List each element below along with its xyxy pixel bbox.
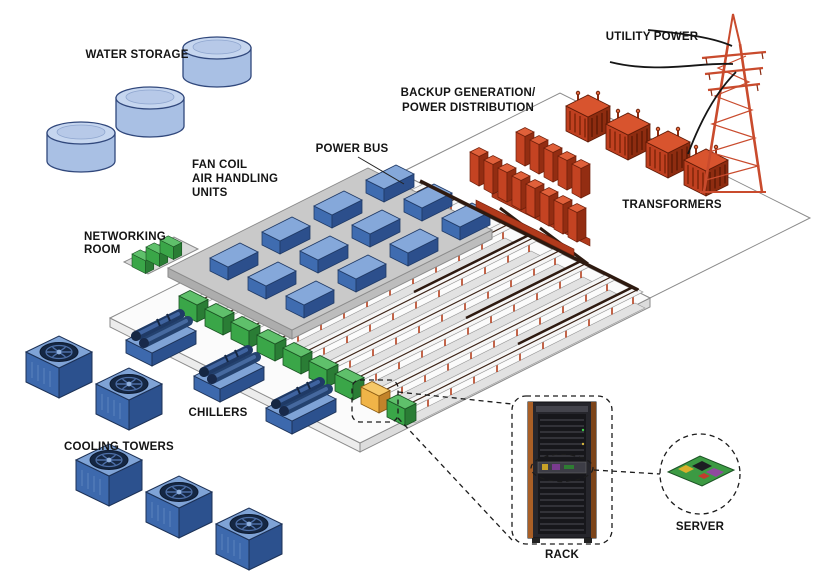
cooling-tower-icon xyxy=(75,443,143,507)
label-backup-generation-2: POWER DISTRIBUTION xyxy=(402,102,534,114)
labels: WATER STORAGE UTILITY POWER BACKUP GENER… xyxy=(64,31,725,561)
utility-power-group xyxy=(609,13,767,193)
highlighted-server-unit xyxy=(537,461,587,474)
server-board-icon xyxy=(666,455,736,487)
rack-end-highlighted xyxy=(360,381,391,414)
transformer-icon xyxy=(683,144,729,197)
transformer-icon xyxy=(605,108,651,161)
water-tank-icon xyxy=(115,86,185,138)
label-chillers: CHILLERS xyxy=(188,407,247,419)
rack-cabinet-icon xyxy=(527,401,597,543)
callout-line xyxy=(397,391,513,405)
power-line-icon xyxy=(609,29,737,155)
label-server: SERVER xyxy=(676,521,725,533)
transformer-icon xyxy=(645,126,691,179)
label-networking-1: NETWORKING xyxy=(84,231,166,243)
power-distribution-unit-icon xyxy=(571,159,591,199)
callout-line xyxy=(593,469,661,475)
power-distribution-unit-icon xyxy=(567,203,587,243)
server-highlight-ellipse xyxy=(530,453,594,483)
label-power-bus: POWER BUS xyxy=(316,143,389,155)
label-fan-coil-1: FAN COIL xyxy=(192,159,247,171)
power-distribution-group xyxy=(469,127,591,257)
server-callout-group xyxy=(659,433,741,515)
water-tank-icon xyxy=(46,121,116,173)
cooling-tower-icon xyxy=(145,475,213,539)
callout-line xyxy=(397,417,513,541)
green-rack-row xyxy=(178,290,417,427)
label-backup-generation-1: BACKUP GENERATION/ xyxy=(401,87,536,99)
label-transformers: TRANSFORMERS xyxy=(622,199,722,211)
label-water-storage: WATER STORAGE xyxy=(85,49,188,61)
label-fan-coil-3: UNITS xyxy=(192,187,228,199)
power-bus-leader-line xyxy=(357,156,405,185)
label-cooling-towers: COOLING TOWERS xyxy=(64,441,174,453)
power-distribution-rail xyxy=(475,199,575,257)
rack-highlight-box xyxy=(351,379,399,423)
cooling-tower-icon xyxy=(215,507,283,571)
label-rack: RACK xyxy=(545,549,580,561)
label-networking-2: ROOM xyxy=(84,244,121,256)
water-tank-icon xyxy=(182,36,252,88)
rack-callout-group xyxy=(351,379,661,545)
power-bus-feeder xyxy=(413,233,634,346)
server-callout-circle xyxy=(659,433,741,515)
networking-room-units xyxy=(122,235,200,275)
label-utility-power: UTILITY POWER xyxy=(606,31,699,43)
cooling-tower-icon xyxy=(25,335,93,399)
label-fan-coil-2: AIR HANDLING xyxy=(192,173,278,185)
rack-callout-box xyxy=(511,395,613,545)
power-bus-lines xyxy=(413,179,639,346)
cooling-tower-icon xyxy=(95,367,163,431)
